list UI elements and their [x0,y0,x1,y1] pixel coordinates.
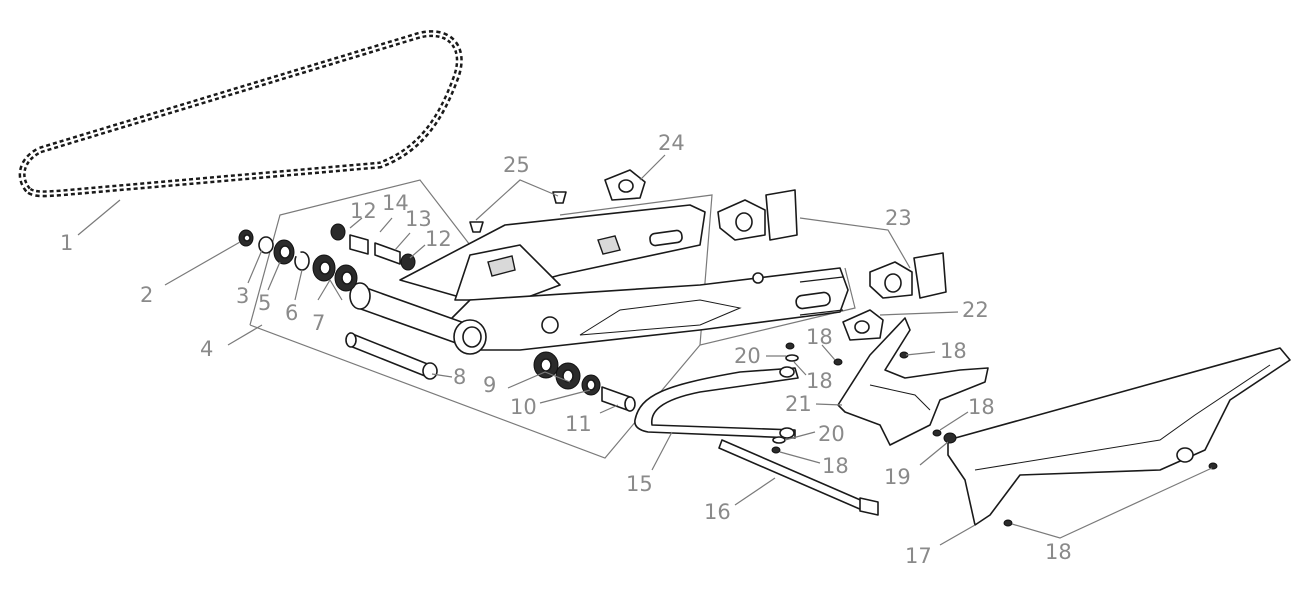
callout-12-top: 12 [350,199,377,223]
pivot-shaft-and-bearings [345,332,636,412]
callout-15: 15 [626,472,653,496]
small-fasteners [771,342,1218,527]
callout-5: 5 [258,291,271,315]
callout-20-top: 20 [734,344,761,368]
leader-lines [77,154,1213,546]
callout-16: 16 [704,500,731,524]
callout-12-side: 12 [425,227,452,251]
callout-10: 10 [510,395,537,419]
callout-19: 19 [884,465,911,489]
callout-18-e: 18 [968,395,995,419]
pivot-hardware [238,223,416,292]
callout-21: 21 [785,392,812,416]
callout-18-c: 18 [806,369,833,393]
rear-axle [718,439,879,516]
callout-23: 23 [885,206,912,230]
bolts-25 [469,191,567,233]
callout-24: 24 [658,131,685,155]
callout-18-d: 18 [940,339,967,363]
callout-17: 17 [905,544,932,568]
callout-6: 6 [285,301,298,325]
callout-14: 14 [382,191,409,215]
callout-2: 2 [140,283,153,307]
callout-3: 3 [236,284,249,308]
callout-25: 25 [503,153,530,177]
callout-labels: 1 2 3 4 5 6 7 8 9 10 11 12 14 13 12 15 1… [60,131,1072,568]
chain-slider [634,366,799,439]
callout-20-bottom: 20 [818,422,845,446]
callout-13: 13 [405,207,432,231]
callout-18-a: 18 [1045,540,1072,564]
callout-1: 1 [60,231,73,255]
chain-guard-bracket [837,317,989,446]
callout-9: 9 [483,373,496,397]
callout-18-b: 18 [806,325,833,349]
callout-7: 7 [312,311,325,335]
callout-18-f: 18 [822,454,849,478]
chain-guard [947,347,1291,526]
callout-4: 4 [200,337,213,361]
callout-8: 8 [453,365,466,389]
drive-chain [18,30,463,198]
callout-22: 22 [962,298,989,322]
swingarm [349,204,849,355]
chain-adjusters [604,169,947,341]
callout-11: 11 [565,412,592,436]
